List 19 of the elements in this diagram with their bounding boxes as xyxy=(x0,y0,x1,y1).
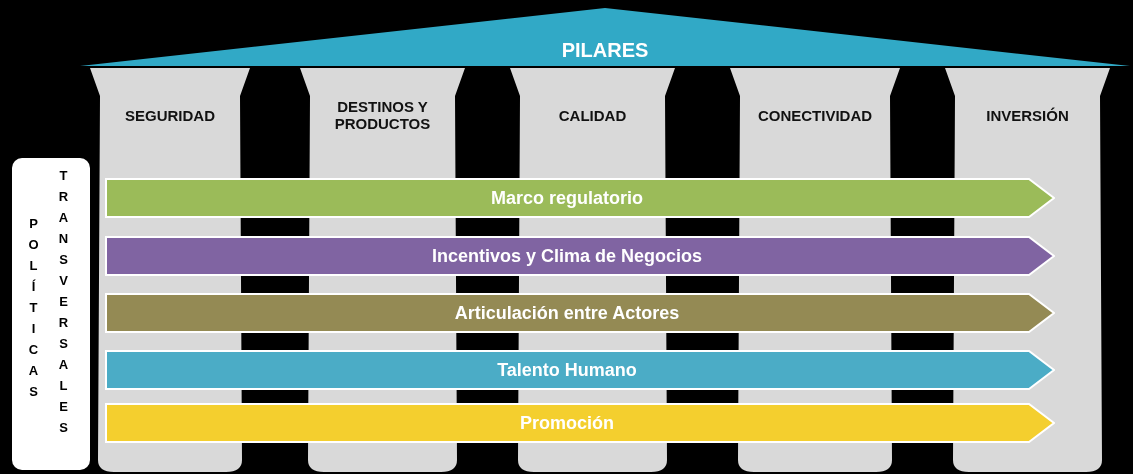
roof-title: PILARES xyxy=(560,38,650,62)
pillar-label: SEGURIDAD xyxy=(124,105,216,126)
arrow-band xyxy=(105,178,1055,218)
arrow-band xyxy=(105,350,1055,390)
side-panel xyxy=(12,158,90,470)
arrow-band xyxy=(105,236,1055,276)
band-label: Marco regulatorio xyxy=(490,186,644,210)
vertical-label: TRANSVERSALES xyxy=(56,168,71,441)
band-label: Talento Humano xyxy=(496,358,638,382)
arrow-band xyxy=(105,403,1055,443)
pillar-label: INVERSIÓN xyxy=(985,105,1070,126)
band-label: Articulación entre Actores xyxy=(453,301,681,325)
vertical-label: POLÍTICAS xyxy=(26,216,41,405)
pillar-label: CONECTIVIDAD xyxy=(756,105,874,126)
pillar-label: DESTINOS Y PRODUCTOS xyxy=(333,97,432,134)
band-label: Incentivos y Clima de Negocios xyxy=(430,244,704,268)
band-label: Promoción xyxy=(519,411,615,435)
arrow-band xyxy=(105,293,1055,333)
pillar-label: CALIDAD xyxy=(557,105,628,126)
